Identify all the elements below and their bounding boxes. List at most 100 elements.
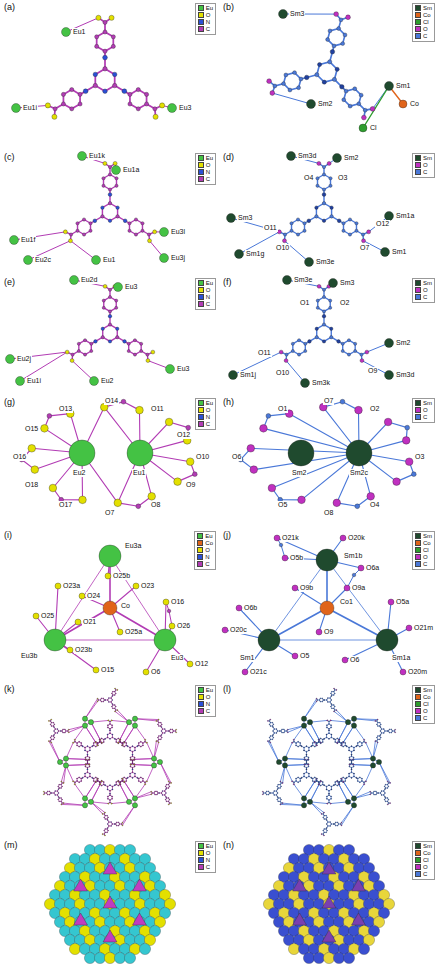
bond xyxy=(51,793,52,794)
bond xyxy=(87,760,89,761)
bond xyxy=(161,791,162,793)
bond xyxy=(167,797,169,798)
bond xyxy=(161,733,162,735)
bond xyxy=(327,802,329,803)
bond xyxy=(277,797,279,798)
atom xyxy=(84,776,85,777)
bond xyxy=(98,781,100,782)
atom xyxy=(329,184,332,187)
atom xyxy=(151,794,152,795)
bond xyxy=(306,752,307,755)
bond xyxy=(67,730,69,731)
bond xyxy=(157,736,159,738)
bond xyxy=(91,781,102,801)
bond xyxy=(163,732,165,733)
atom xyxy=(79,746,80,747)
atom xyxy=(58,792,60,794)
bond xyxy=(315,745,317,746)
bond xyxy=(93,743,94,745)
bond xyxy=(358,777,360,778)
bond xyxy=(322,833,324,834)
bond xyxy=(111,702,112,704)
bond xyxy=(353,764,354,766)
bond xyxy=(336,825,338,826)
atom xyxy=(122,780,123,781)
bond xyxy=(352,750,354,751)
atom xyxy=(315,206,319,210)
bond xyxy=(113,695,115,696)
bond xyxy=(329,730,330,733)
bond xyxy=(137,745,138,747)
atom xyxy=(339,18,343,22)
atom xyxy=(124,781,125,782)
bond xyxy=(155,791,157,792)
bond xyxy=(280,800,282,802)
bond xyxy=(143,742,145,743)
bond xyxy=(122,745,124,746)
atom xyxy=(116,215,120,219)
bond xyxy=(167,784,169,785)
atom xyxy=(85,759,86,760)
bond xyxy=(364,741,366,743)
bond xyxy=(278,784,280,785)
bond xyxy=(328,698,330,699)
bond xyxy=(380,793,381,795)
bond xyxy=(104,814,106,816)
bond xyxy=(105,737,107,738)
bond xyxy=(108,700,109,702)
atom xyxy=(322,323,325,326)
atom xyxy=(346,15,351,20)
atom xyxy=(116,327,119,330)
bond xyxy=(353,758,373,760)
bond xyxy=(302,746,304,747)
bond xyxy=(141,777,143,778)
atom xyxy=(112,789,113,790)
atom xyxy=(284,359,288,363)
atom xyxy=(70,88,74,92)
bond xyxy=(133,767,135,768)
bond xyxy=(107,817,109,819)
atom xyxy=(108,340,111,343)
bond xyxy=(102,784,104,785)
bond xyxy=(306,756,308,757)
bond xyxy=(124,781,126,782)
bond xyxy=(308,757,309,759)
bond xyxy=(304,726,316,746)
atom xyxy=(78,92,82,96)
atom xyxy=(53,734,55,736)
bond xyxy=(130,757,131,759)
bond xyxy=(277,785,279,787)
bond xyxy=(108,824,109,826)
atom xyxy=(120,784,121,785)
bond xyxy=(293,740,294,742)
bond xyxy=(352,760,354,761)
atom xyxy=(51,792,53,794)
bond xyxy=(296,781,298,782)
bond xyxy=(130,763,132,764)
bond xyxy=(110,556,165,640)
atom xyxy=(186,425,191,430)
atom xyxy=(56,790,58,792)
bond xyxy=(46,793,48,795)
bond xyxy=(54,733,55,735)
bond xyxy=(349,746,351,747)
bond xyxy=(280,786,282,788)
bond xyxy=(269,720,271,721)
atom xyxy=(48,741,49,742)
bond xyxy=(285,731,287,732)
bond xyxy=(304,779,316,799)
atom xyxy=(110,821,112,823)
bond xyxy=(324,828,326,829)
atom xyxy=(109,785,110,786)
bond xyxy=(388,731,390,733)
atom xyxy=(122,778,123,779)
bond xyxy=(141,745,143,746)
bond xyxy=(116,782,117,784)
bond xyxy=(298,745,300,746)
atom xyxy=(101,781,102,782)
bond xyxy=(151,792,153,793)
atom xyxy=(136,504,141,509)
bond xyxy=(333,707,335,709)
bond xyxy=(105,819,107,820)
bond xyxy=(378,722,380,723)
